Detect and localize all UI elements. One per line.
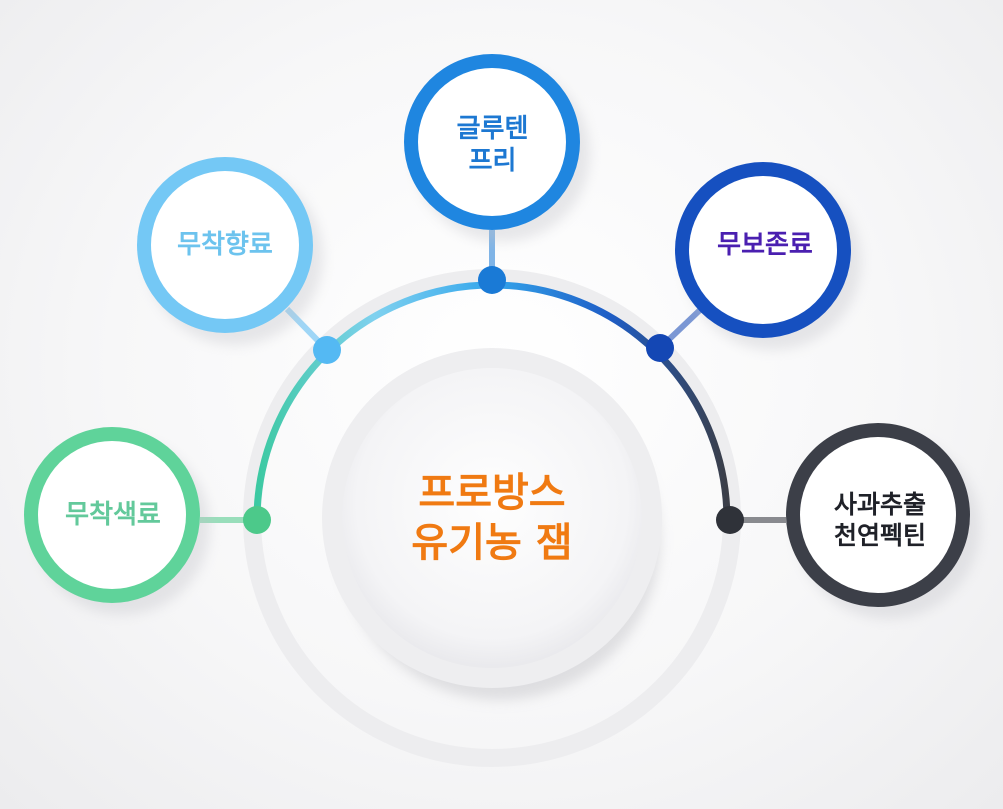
node-label-no-preservative: 무보존료 [717, 229, 813, 260]
node-inner-no-flavor [151, 171, 299, 319]
connector-dot-gluten [478, 266, 506, 294]
node-label-pectin: 사과추출 천연펙틴 [833, 489, 926, 550]
connector-dot-pectin [716, 506, 744, 534]
node-inner-pectin [800, 437, 956, 593]
connector-dot-no-preserv [646, 334, 674, 362]
node-label-no-color: 무착색료 [65, 499, 161, 530]
connector-dot-no-color [243, 506, 271, 534]
nodes-layer [24, 54, 980, 619]
node-label-no-flavor: 무착향료 [177, 229, 273, 260]
node-label-gluten: 글루텐 프리 [456, 113, 529, 177]
center-disc [342, 368, 642, 668]
center-label: 프로방스 유기농 잼 [411, 470, 573, 566]
connector-dot-no-flavor [313, 336, 341, 364]
node-inner-gluten [418, 68, 566, 216]
node-inner-no-color [38, 441, 186, 589]
node-inner-no-preserv [689, 176, 837, 324]
